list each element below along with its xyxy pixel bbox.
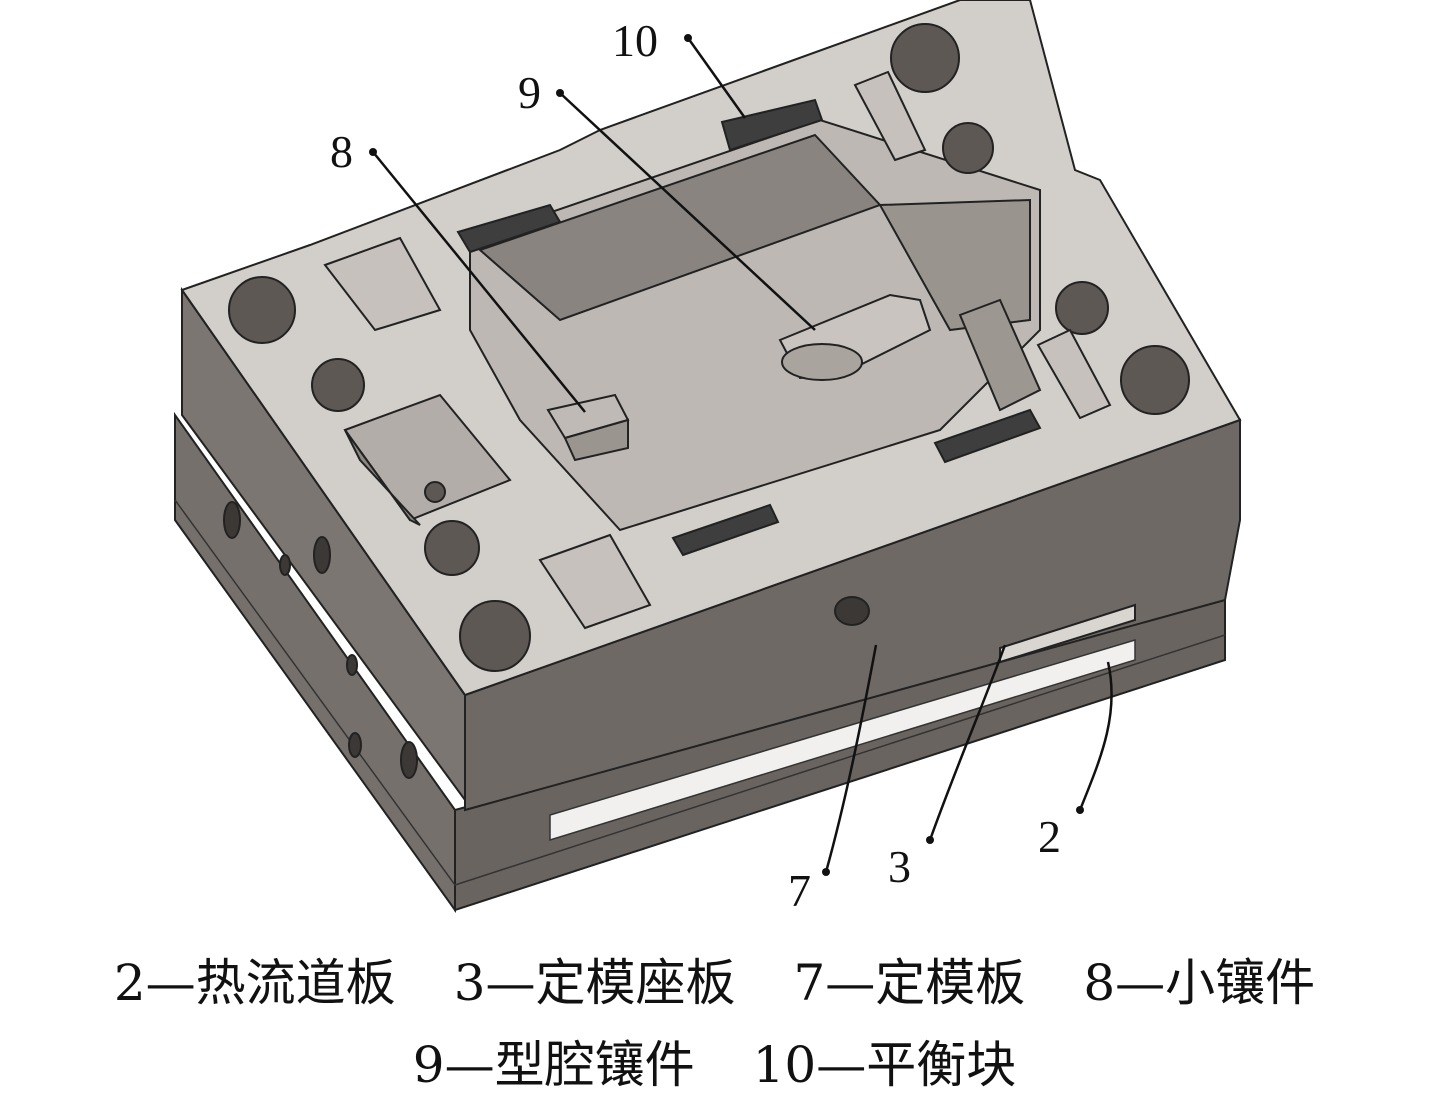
legend-item-2: 2—热流道板 xyxy=(113,954,396,1012)
top-features xyxy=(223,23,1190,779)
callout-10: 10 xyxy=(612,15,658,66)
mold-assembly-diagram: 10 9 8 7 3 2 xyxy=(174,0,1242,916)
legend-item-3: 3—定模座板 xyxy=(453,954,736,1012)
callout-2: 2 xyxy=(1038,811,1061,862)
leader-dots xyxy=(369,34,1084,876)
callout-3: 3 xyxy=(888,841,911,892)
leader-lines xyxy=(372,37,1113,873)
legend-item-8: 8—小镶件 xyxy=(1083,954,1316,1012)
callout-9: 9 xyxy=(518,67,541,118)
legend-item-10: 10—平衡块 xyxy=(752,1036,1017,1094)
legend-item-9: 9—型腔镶件 xyxy=(412,1036,695,1094)
callout-8: 8 xyxy=(330,126,353,177)
legend-item-7: 7—定模板 xyxy=(793,954,1026,1012)
callout-7: 7 xyxy=(788,865,811,916)
